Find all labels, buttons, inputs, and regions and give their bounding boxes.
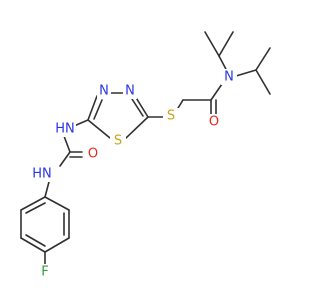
molecule-svg: N O S N N S HN xyxy=(20,31,271,280)
atom-thioether-sulfur: S xyxy=(163,108,179,124)
atom-thiadiazole-nh: HN xyxy=(54,121,76,137)
atom-ring-nitrogen-right: N xyxy=(123,83,137,99)
bond xyxy=(63,135,71,153)
bond xyxy=(255,69,271,95)
bond xyxy=(210,83,223,101)
bond xyxy=(131,98,144,117)
bond xyxy=(134,95,149,118)
atom-label-nh-phenyl: HN xyxy=(32,167,52,182)
atom-label-s-thioether: S xyxy=(167,109,175,124)
bond xyxy=(93,99,103,120)
atom-label-n-ring-left: N xyxy=(99,84,109,99)
bond xyxy=(59,151,71,167)
bond xyxy=(73,119,89,127)
bond xyxy=(44,196,70,211)
atom-fluorine: F xyxy=(38,264,52,280)
atom-label-n-ring-right: N xyxy=(125,84,135,99)
bond xyxy=(204,31,220,57)
atom-label-layer: N O S N N S HN xyxy=(30,69,237,280)
atom-amide-nitrogen: N xyxy=(221,69,237,85)
bond xyxy=(20,196,46,211)
bond xyxy=(25,202,46,214)
bond xyxy=(20,237,46,253)
bond-layer xyxy=(20,31,271,267)
atom-label-o-amide: O xyxy=(209,115,219,130)
atom-amide-oxygen: O xyxy=(206,114,222,130)
bond xyxy=(125,116,149,139)
atom-phenyl-nh: HN xyxy=(30,166,54,182)
atom-ring-sulfur: S xyxy=(110,133,126,149)
bond xyxy=(218,31,234,57)
bond xyxy=(235,69,257,77)
bond xyxy=(44,237,70,253)
atom-label-nh-thiadiazole: HN xyxy=(55,122,75,137)
bond xyxy=(87,95,98,121)
atom-label-n-amide: N xyxy=(224,70,234,85)
bond xyxy=(25,234,46,247)
atom-ring-nitrogen-left: N xyxy=(97,83,111,99)
atom-label-o-urea: O xyxy=(88,147,98,162)
atom-urea-oxygen: O xyxy=(85,146,101,162)
bond xyxy=(255,47,271,71)
atom-label-f: F xyxy=(41,265,48,280)
molecule-structure-canvas: N O S N N S HN xyxy=(20,31,271,280)
atom-label-s-ring: S xyxy=(114,134,122,149)
bond xyxy=(87,119,111,139)
